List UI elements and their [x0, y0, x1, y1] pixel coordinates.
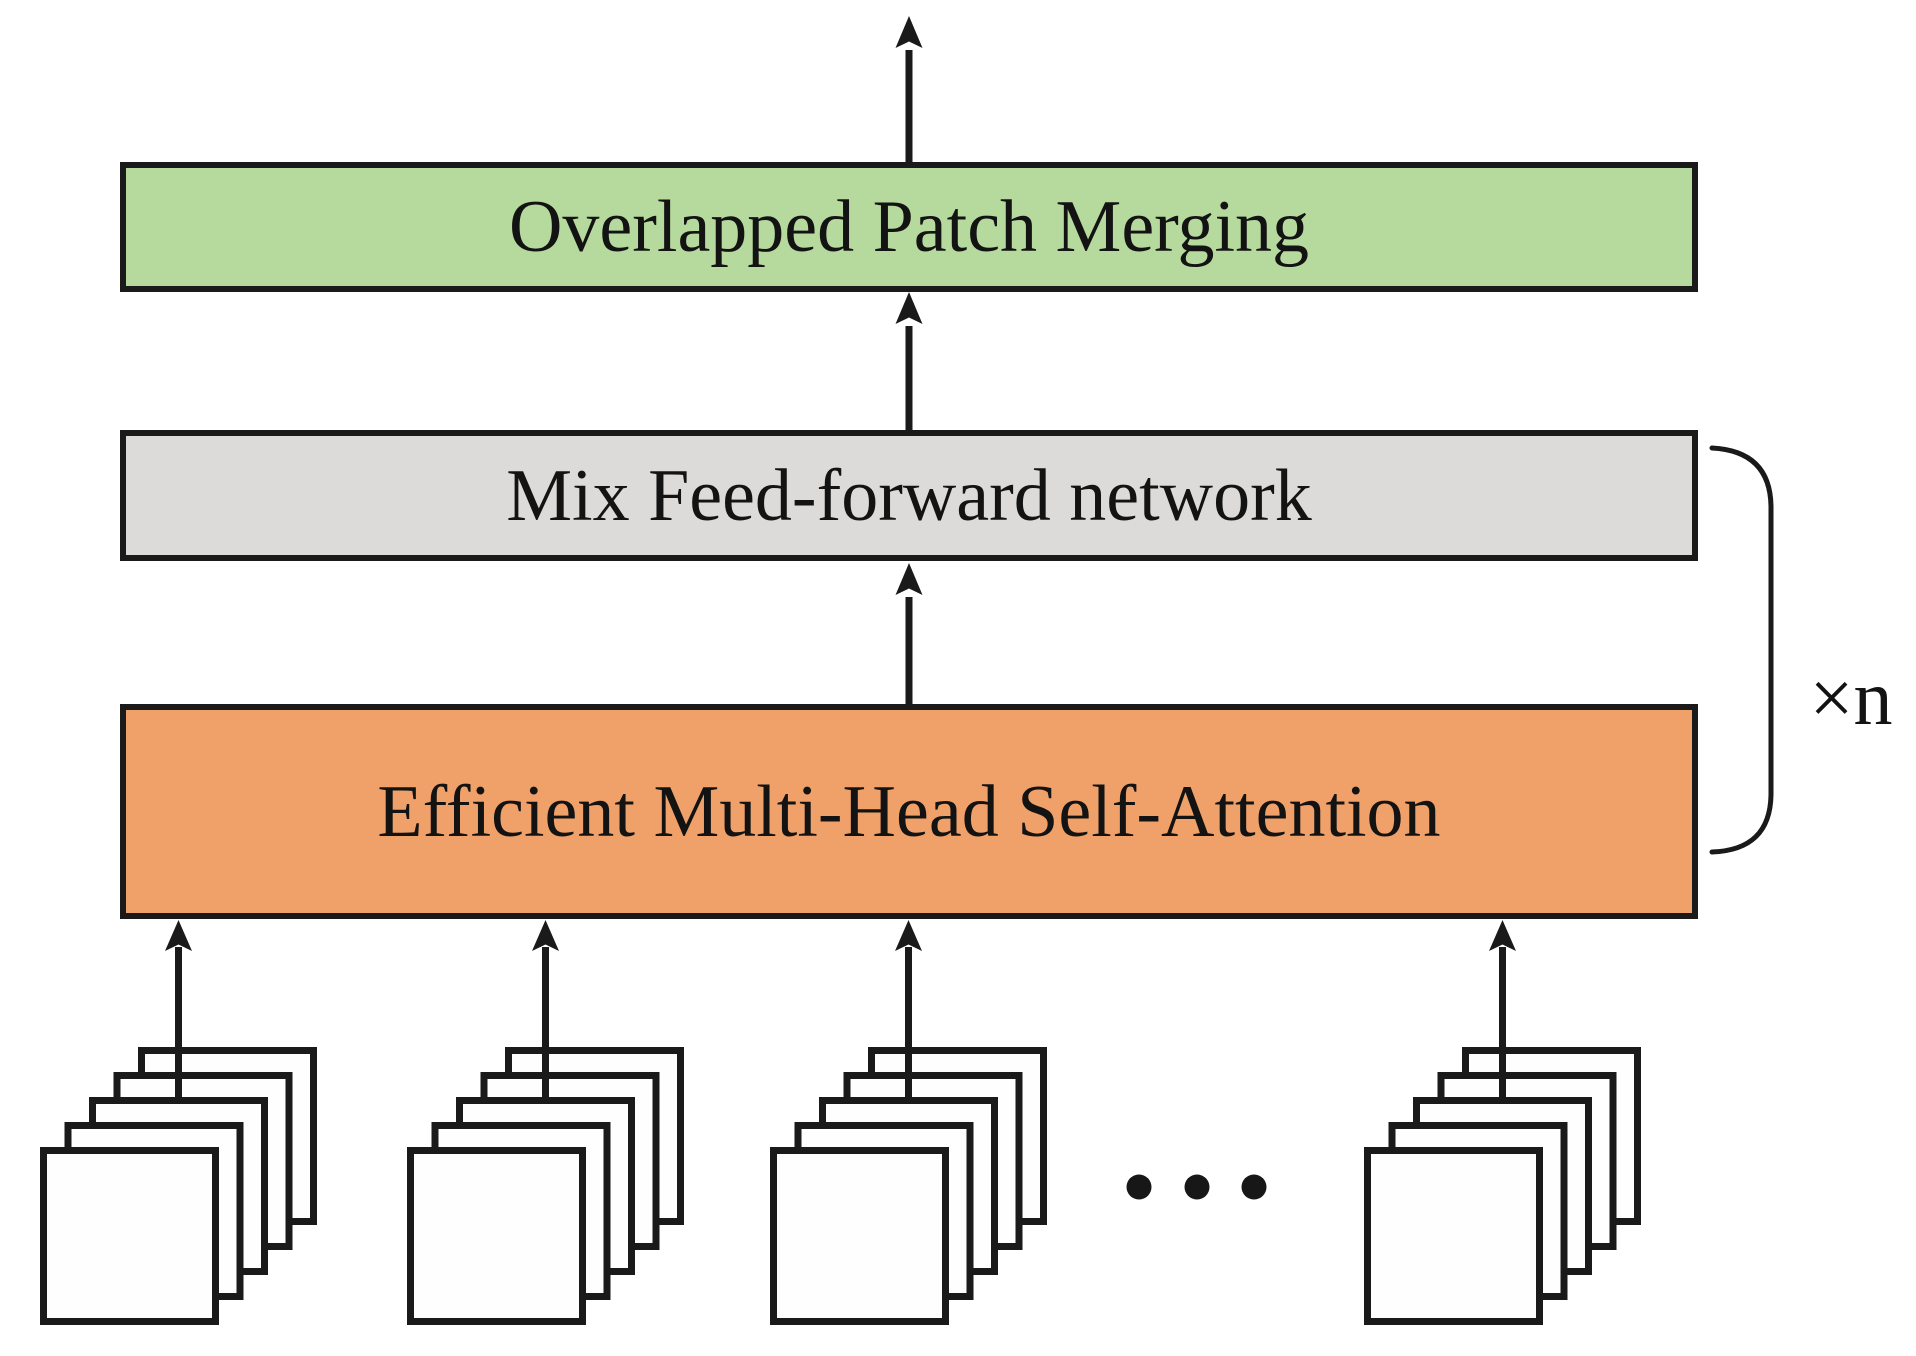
overlapped-patch-merging-block: Overlapped Patch Merging [120, 162, 1698, 292]
efficient-multi-head-self-attention-block: Efficient Multi-Head Self-Attention [120, 704, 1698, 919]
output-arrow-icon [895, 16, 923, 163]
overlapped-patch-merging-label: Overlapped Patch Merging [508, 186, 1310, 268]
repeat-count-label: ×n [1809, 654, 1893, 741]
input-arrow-icon [532, 920, 559, 1097]
mffn-to-opm-arrow-icon [895, 292, 923, 432]
patch-stack [1364, 920, 1641, 1325]
input-arrow-icon [165, 920, 192, 1097]
input-arrow-icon [1489, 920, 1516, 1097]
patch-stack [40, 920, 317, 1325]
patch-square [770, 1147, 949, 1325]
patch-stack [407, 920, 684, 1325]
patch-square [1364, 1147, 1543, 1325]
repeat-bracket-icon [1709, 445, 1774, 855]
efficient-multi-head-self-attention-label: Efficient Multi-Head Self-Attention [377, 770, 1441, 853]
ellipsis-dots-icon [1126, 1174, 1267, 1200]
mix-feed-forward-network-label: Mix Feed-forward network [506, 454, 1312, 537]
patch-stack [770, 920, 1047, 1325]
input-arrow-icon [895, 920, 922, 1097]
patch-square [407, 1147, 586, 1325]
mix-feed-forward-network-block: Mix Feed-forward network [120, 430, 1698, 561]
patch-square [40, 1147, 219, 1325]
emhsa-to-mffn-arrow-icon [895, 563, 923, 705]
